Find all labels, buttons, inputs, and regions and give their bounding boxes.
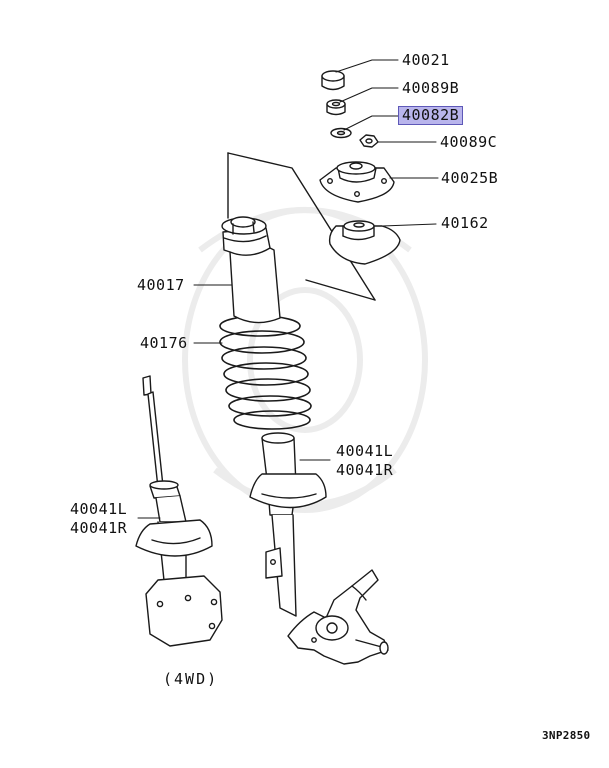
part-label-40021[interactable]: 40021 bbox=[402, 51, 450, 69]
nut-40089b bbox=[326, 99, 346, 116]
part-label-40041l-4wd[interactable]: 40041L bbox=[70, 500, 128, 518]
part-label-40176[interactable]: 40176 bbox=[140, 334, 188, 352]
part-label-40082b-highlighted[interactable]: 40082B bbox=[397, 106, 464, 125]
part-label-40089b[interactable]: 40089B bbox=[402, 79, 460, 97]
part-label-40017[interactable]: 40017 bbox=[137, 276, 185, 294]
part-label-40041r-main[interactable]: 40041R bbox=[336, 461, 394, 479]
part-label-40162[interactable]: 40162 bbox=[441, 214, 489, 232]
nut-40089c bbox=[359, 134, 379, 148]
steering-knuckle bbox=[287, 569, 389, 665]
leader-lines bbox=[137, 59, 439, 519]
part-label-40041r-4wd[interactable]: 40041R bbox=[70, 519, 128, 537]
part-label-40025b[interactable]: 40025B bbox=[441, 169, 499, 187]
part-label-40089c[interactable]: 40089C bbox=[440, 133, 498, 151]
main-strut-bracket bbox=[265, 547, 283, 579]
washer-40082b bbox=[330, 127, 352, 139]
part-label-40041l-main[interactable]: 40041L bbox=[336, 442, 394, 460]
dust-cap-40021 bbox=[321, 70, 345, 91]
caption-4wd: (4WD) bbox=[163, 670, 219, 688]
dust-boot-40017 bbox=[221, 216, 281, 324]
diagram-code: 3NP2850 bbox=[542, 729, 591, 742]
strut-assembly-4wd bbox=[135, 375, 223, 647]
spring-seat-40162 bbox=[328, 220, 401, 265]
strut-mount-40025b bbox=[319, 161, 395, 203]
main-strut-spring-seat bbox=[249, 473, 327, 509]
main-strut-body bbox=[261, 432, 297, 617]
